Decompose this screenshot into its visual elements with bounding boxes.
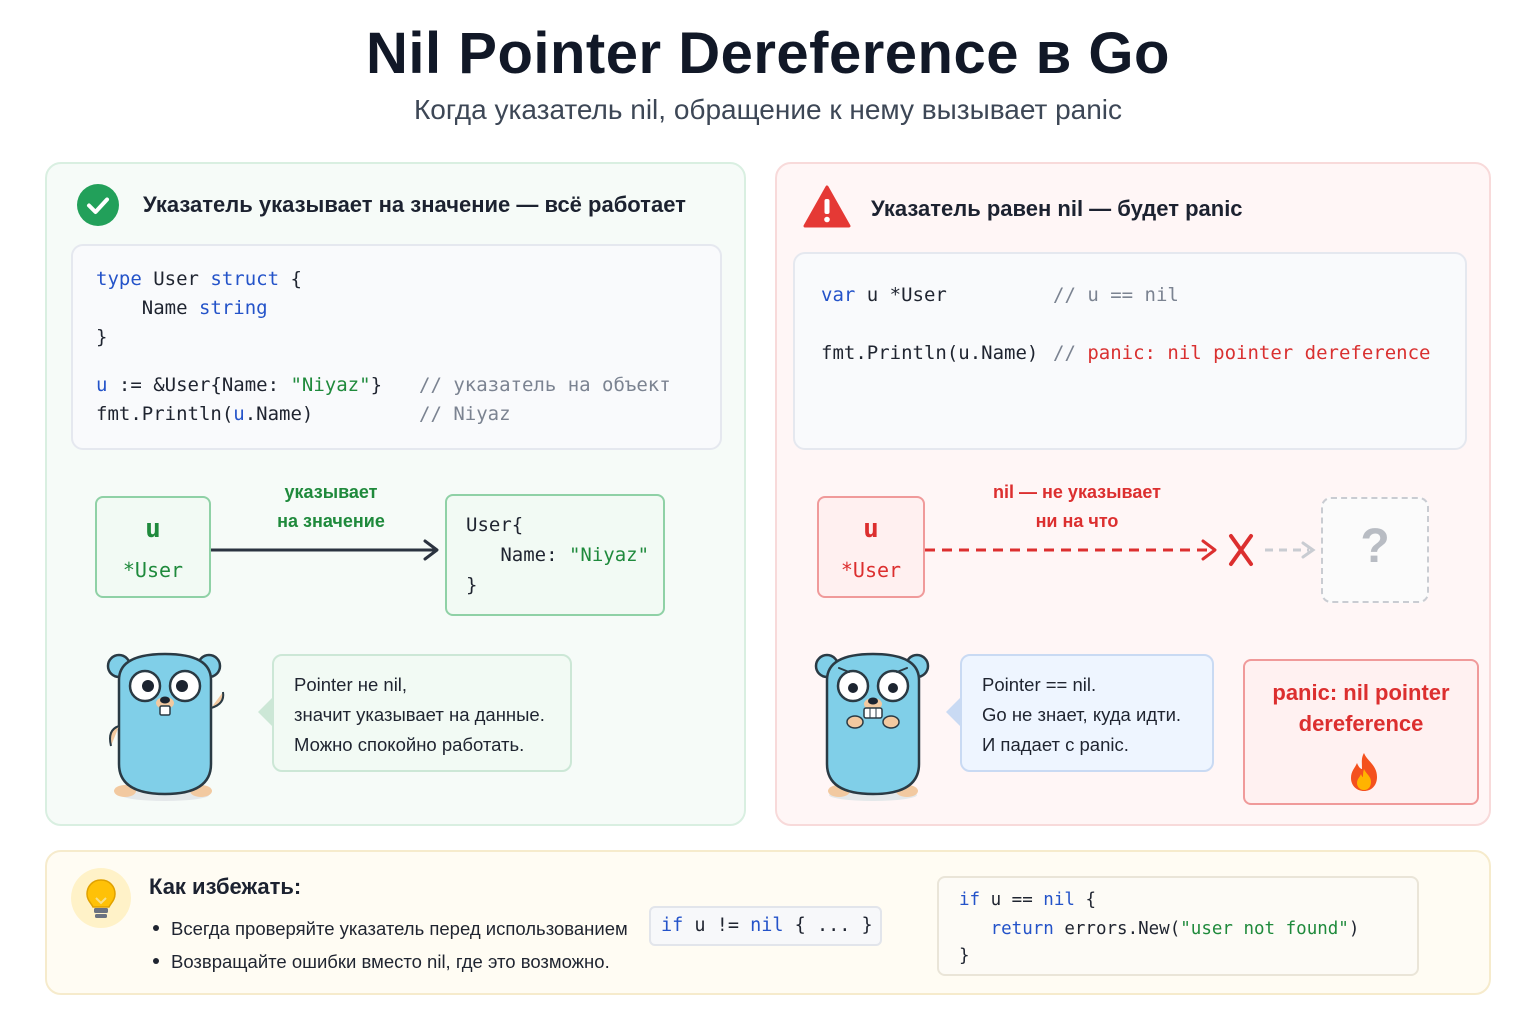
tip-code-line-2: return errors.New("user not found") bbox=[959, 919, 1360, 939]
code-comment-nil: // u == nil bbox=[1053, 284, 1179, 306]
nil-code-block: var u *User // u == nil fmt.Println(u.Na… bbox=[793, 252, 1467, 450]
tip-return-errors: Возвращайте ошибки вместо nil, где это в… bbox=[153, 951, 610, 973]
bubble-line-2: значит указывает на данные. bbox=[294, 704, 545, 725]
valid-explanation-bubble: Pointer не nil, значит указывает на данн… bbox=[258, 654, 572, 772]
code-line-print: fmt.Println(u.Name) bbox=[96, 403, 314, 425]
code-line-assign: u := &User{Name: "Niyaz"} bbox=[96, 374, 383, 396]
inline-nil-check-code: if u != nil { ... } bbox=[649, 906, 882, 946]
user-struct-box: User{ Name: "Niyaz" } bbox=[445, 494, 665, 616]
how-to-avoid-title: Как избежать: bbox=[149, 874, 302, 899]
tip-code-line-3: } bbox=[959, 946, 970, 966]
cross-icon bbox=[1229, 534, 1253, 566]
valid-pointer-heading: Указатель указывает на значение — всё ра… bbox=[143, 192, 686, 217]
page-subtitle: Когда указатель nil, обращение к нему вы… bbox=[413, 94, 1123, 125]
struct-line-close: } bbox=[466, 574, 478, 596]
points-to-arrow bbox=[211, 539, 439, 561]
bubble-line-1: Pointer не nil, bbox=[294, 674, 408, 695]
bubble-line-1: Pointer == nil. bbox=[982, 674, 1097, 695]
nil-pointer-variable-box: u *User bbox=[817, 496, 925, 598]
code-line-field: Name string bbox=[96, 297, 268, 319]
warning-triangle-icon bbox=[803, 185, 851, 228]
code-line-type: type User struct { bbox=[96, 268, 302, 290]
nil-dashed-arrow bbox=[925, 534, 1316, 566]
question-mark: ? bbox=[1360, 520, 1390, 573]
tip-code-line-1: if u == nil { bbox=[959, 890, 1096, 910]
struct-line-field: Name: "Niyaz" bbox=[466, 544, 650, 566]
valid-code-block: type User struct { Name string } u := &U… bbox=[71, 244, 722, 450]
bubble-line-3: И падает с panic. bbox=[982, 734, 1129, 755]
points-to-label: указывает на значение bbox=[277, 482, 385, 531]
fire-icon bbox=[1351, 753, 1377, 791]
nil-explanation-bubble: Pointer == nil. Go не знает, куда идти. … bbox=[946, 654, 1214, 772]
valid-pointer-panel: Указатель указывает на значение — всё ра… bbox=[45, 162, 746, 826]
how-to-avoid-panel: Как избежать: Всегда проверяйте указател… bbox=[45, 850, 1491, 995]
page-title: Nil Pointer Dereference в Go bbox=[366, 21, 1170, 86]
bubble-line-3: Можно спокойно работать. bbox=[294, 734, 525, 755]
tip-check-pointer: Всегда проверяйте указатель перед исполь… bbox=[153, 918, 628, 940]
pointer-variable-box: u *User bbox=[95, 496, 211, 598]
nil-pointer-panel: Указатель равен nil — будет panic var u … bbox=[775, 162, 1491, 826]
happy-gopher-icon bbox=[106, 652, 225, 801]
code-line-var: var u *User bbox=[821, 284, 947, 306]
nil-pointer-heading: Указатель равен nil — будет panic bbox=[871, 196, 1243, 221]
code-line-close: } bbox=[96, 326, 108, 348]
code-comment-panic: // panic: nil pointer dereference bbox=[1053, 342, 1431, 364]
nil-variable-name: u bbox=[863, 514, 879, 544]
bubble-line-2: Go не знает, куда идти. bbox=[982, 704, 1182, 725]
lightbulb-icon bbox=[71, 868, 131, 928]
error-return-code-block: if u == nil { return errors.New("user no… bbox=[937, 876, 1419, 976]
check-circle-icon bbox=[77, 184, 119, 226]
scared-gopher-icon bbox=[814, 652, 930, 801]
panic-message: panic: nil pointer dereference bbox=[1272, 680, 1450, 736]
nil-variable-type: *User bbox=[840, 558, 902, 582]
points-nowhere-label: nil — не указывает ни на что bbox=[993, 482, 1161, 531]
code-line-print-nil: fmt.Println(u.Name) bbox=[821, 342, 1039, 364]
code-comment-assign: // указатель на объект bbox=[419, 374, 671, 396]
code-comment-print: // Niyaz bbox=[419, 403, 511, 425]
pointer-variable-name: u bbox=[145, 514, 161, 544]
panic-message-card: panic: nil pointer dereference bbox=[1243, 659, 1479, 805]
unknown-target-box: ? bbox=[1321, 497, 1429, 603]
pointer-variable-type: *User bbox=[122, 558, 184, 582]
struct-line-open: User{ bbox=[466, 514, 524, 536]
